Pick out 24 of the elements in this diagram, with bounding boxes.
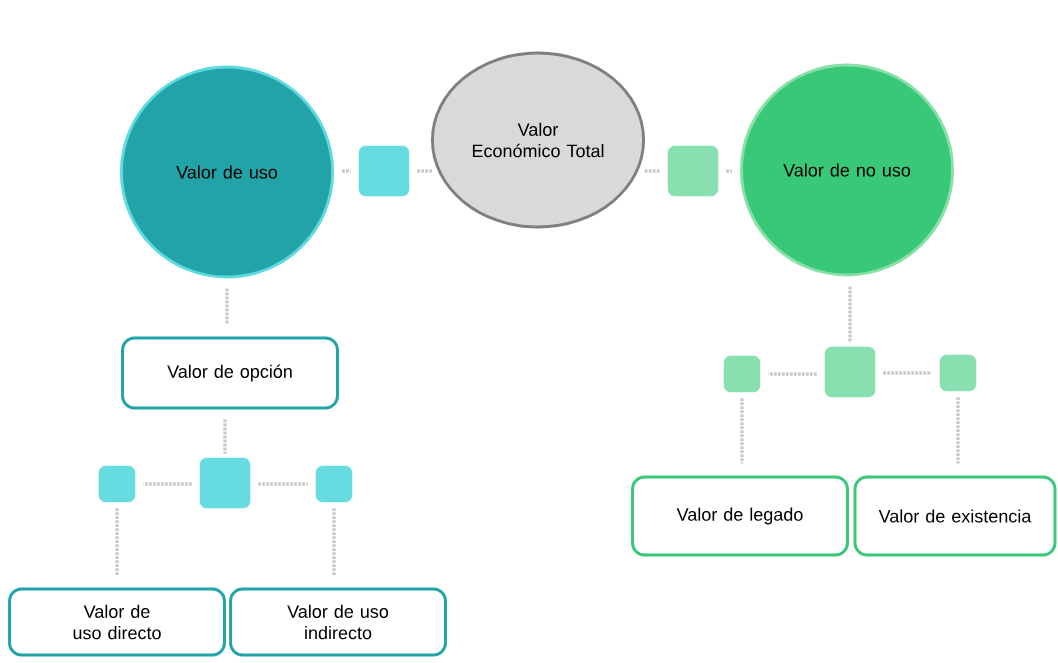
value-box: Valor de uso directo — [8, 587, 226, 657]
dotted-connector — [740, 398, 744, 464]
value-box: Valor de legado — [631, 475, 849, 557]
dotted-connector — [644, 169, 660, 173]
connector-square — [358, 145, 410, 197]
dotted-connector — [768, 372, 817, 376]
dotted-connector — [225, 288, 229, 325]
dotted-connector — [726, 169, 732, 173]
dotted-connector — [848, 286, 852, 343]
dotted-connector — [417, 169, 433, 173]
connector-square — [824, 346, 876, 398]
connector-square — [199, 457, 251, 509]
dotted-connector — [342, 169, 351, 173]
dotted-connector — [883, 371, 932, 375]
value-box: Valor de existencia — [853, 475, 1057, 557]
connector-square — [667, 145, 719, 197]
value-box: Valor de opción — [121, 336, 339, 410]
dotted-connector — [143, 482, 192, 486]
dotted-connector — [956, 397, 960, 464]
dotted-connector — [332, 508, 336, 576]
value-box: Valor de uso indirecto — [229, 587, 447, 657]
dotted-connector — [223, 419, 227, 454]
dotted-connector — [115, 508, 119, 576]
dotted-connector — [258, 482, 308, 486]
